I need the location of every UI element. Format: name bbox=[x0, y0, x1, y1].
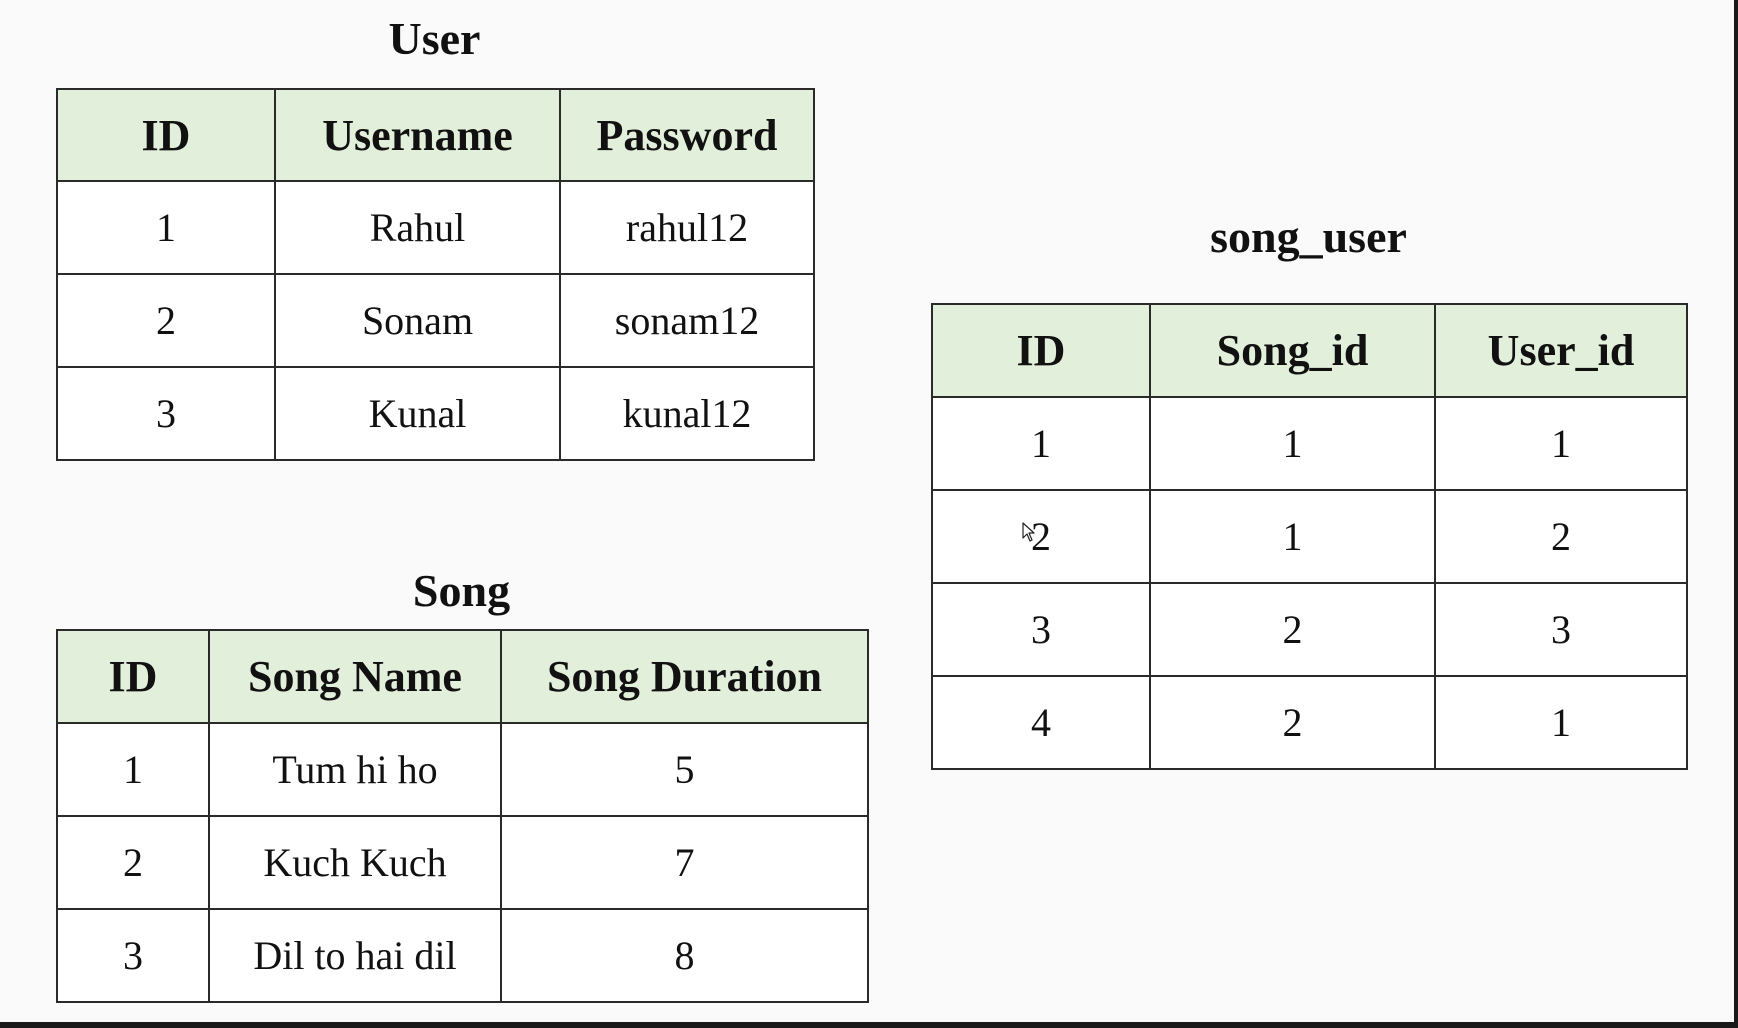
table-row: 3 Kunal kunal12 bbox=[56, 366, 815, 461]
column-header: ID bbox=[931, 303, 1151, 398]
column-header: Song Duration bbox=[500, 629, 869, 724]
user-table-title: User bbox=[388, 13, 481, 64]
table-cell: rahul12 bbox=[559, 180, 815, 275]
table-cell: 1 bbox=[1149, 396, 1436, 491]
table-cell: Tum hi ho bbox=[208, 722, 502, 817]
table-cell: 2 bbox=[1149, 675, 1436, 770]
table-row: 3 Dil to hai dil 8 bbox=[56, 908, 869, 1003]
table-cell: 3 bbox=[931, 582, 1151, 677]
table-header-row: ID Song Name Song Duration bbox=[56, 629, 869, 724]
table-cell: 8 bbox=[500, 908, 869, 1003]
column-header: Password bbox=[559, 88, 815, 182]
table-cell: 1 bbox=[931, 396, 1151, 491]
table-cell: Kuch Kuch bbox=[208, 815, 502, 910]
table-row: 2 Kuch Kuch 7 bbox=[56, 815, 869, 910]
table-row: 2 Sonam sonam12 bbox=[56, 273, 815, 368]
table-cell: kunal12 bbox=[559, 366, 815, 461]
column-header: Username bbox=[274, 88, 561, 182]
column-header: ID bbox=[56, 629, 210, 724]
table-cell: 3 bbox=[1434, 582, 1688, 677]
table-cell: 2 bbox=[1149, 582, 1436, 677]
table-cell: 1 bbox=[1434, 675, 1688, 770]
mouse-pointer-icon bbox=[1022, 522, 1035, 542]
table-row: 3 2 3 bbox=[931, 582, 1688, 677]
table-cell: 3 bbox=[56, 908, 210, 1003]
table-cell: 5 bbox=[500, 722, 869, 817]
table-cell: 2 bbox=[1434, 489, 1688, 584]
table-row: 4 2 1 bbox=[931, 675, 1688, 770]
column-header: Song_id bbox=[1149, 303, 1436, 398]
table-header-row: ID Song_id User_id bbox=[931, 303, 1688, 398]
table-cell: 2 bbox=[56, 815, 210, 910]
table-cell: Dil to hai dil bbox=[208, 908, 502, 1003]
table-cell: 7 bbox=[500, 815, 869, 910]
table-cell: 2 bbox=[931, 489, 1151, 584]
column-header: Song Name bbox=[208, 629, 502, 724]
table-row: 1 1 1 bbox=[931, 396, 1688, 491]
table-cell: 3 bbox=[56, 366, 276, 461]
table-header-row: ID Username Password bbox=[56, 88, 815, 182]
table-cell: 1 bbox=[56, 180, 276, 275]
song-user-table-title: song_user bbox=[1210, 211, 1407, 262]
song-table: ID Song Name Song Duration 1 Tum hi ho 5… bbox=[56, 629, 869, 1003]
table-cell: 2 bbox=[56, 273, 276, 368]
table-cell: 4 bbox=[931, 675, 1151, 770]
song-table-title: Song bbox=[412, 565, 511, 616]
table-cell: Sonam bbox=[274, 273, 561, 368]
table-cell: sonam12 bbox=[559, 273, 815, 368]
column-header: ID bbox=[56, 88, 276, 182]
table-cell: 1 bbox=[1149, 489, 1436, 584]
table-cell: Rahul bbox=[274, 180, 561, 275]
user-table: ID Username Password 1 Rahul rahul12 2 S… bbox=[56, 88, 815, 461]
table-cell: Kunal bbox=[274, 366, 561, 461]
table-cell: 1 bbox=[56, 722, 210, 817]
table-row: 2 1 2 bbox=[931, 489, 1688, 584]
table-row: 1 Rahul rahul12 bbox=[56, 180, 815, 275]
song-user-table: ID Song_id User_id 1 1 1 2 1 2 3 2 3 4 2… bbox=[931, 303, 1688, 770]
table-cell: 1 bbox=[1434, 396, 1688, 491]
column-header: User_id bbox=[1434, 303, 1688, 398]
table-row: 1 Tum hi ho 5 bbox=[56, 722, 869, 817]
